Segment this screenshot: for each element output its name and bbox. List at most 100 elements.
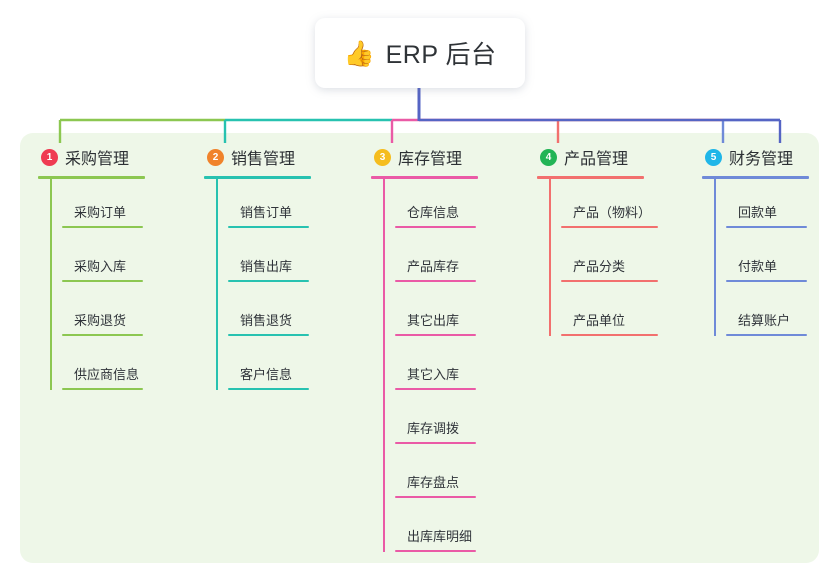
branch-header[interactable]: 3 库存管理 (371, 145, 478, 169)
branch-item-underline (395, 388, 476, 390)
branch-item[interactable]: 结算账户 (714, 287, 809, 341)
branch-item-list: 销售订单销售出库销售退货客户信息 (204, 179, 311, 395)
branch-item[interactable]: 客户信息 (216, 341, 311, 395)
branch-item-underline (228, 334, 309, 336)
branch-item-underline (561, 226, 658, 228)
branch-item-label: 库存盘点 (407, 475, 460, 490)
branch-item-label: 产品分类 (573, 259, 626, 274)
branch-header[interactable]: 2 销售管理 (204, 145, 311, 169)
branch-header[interactable]: 4 产品管理 (537, 145, 644, 169)
branch-index-badge: 1 (41, 148, 58, 166)
branch-item-underline (561, 334, 658, 336)
branch-item[interactable]: 产品分类 (549, 233, 658, 287)
branch-spine (549, 179, 551, 336)
branch-item-label: 采购订单 (74, 205, 127, 220)
branch-item-underline (395, 442, 476, 444)
branch-item-label: 客户信息 (240, 367, 293, 382)
branch-item-underline (395, 550, 476, 552)
branch-item-label: 库存调拨 (407, 421, 460, 436)
branch-item-underline (395, 496, 476, 498)
branch-item-label: 其它出库 (407, 313, 460, 328)
branch-column: 5 财务管理回款单付款单结算账户 (702, 145, 809, 341)
branch-item[interactable]: 其它入库 (383, 341, 478, 395)
branch-title: 财务管理 (729, 151, 794, 168)
branch-item-underline (62, 388, 143, 390)
branch-column: 3 库存管理仓库信息产品库存其它出库其它入库库存调拨库存盘点出库库明细 (371, 145, 478, 557)
branch-title: 采购管理 (65, 151, 130, 168)
branch-item-label: 产品库存 (407, 259, 460, 274)
branch-item-underline (228, 280, 309, 282)
branch-item[interactable]: 出库库明细 (383, 503, 478, 557)
branch-item-underline (726, 226, 807, 228)
branch-item-label: 销售退货 (240, 313, 293, 328)
branch-item-label: 销售订单 (240, 205, 293, 220)
branch-item-underline (561, 280, 658, 282)
branch-item[interactable]: 销售出库 (216, 233, 311, 287)
branch-index-badge: 5 (705, 148, 722, 166)
branch-item-underline (62, 280, 143, 282)
branch-item-label: 产品（物料） (573, 205, 652, 220)
branch-item-underline (62, 334, 143, 336)
branch-item-label: 采购入库 (74, 259, 127, 274)
branch-item[interactable]: 仓库信息 (383, 179, 478, 233)
branch-item-label: 结算账户 (738, 313, 791, 328)
branch-item-label: 销售出库 (240, 259, 293, 274)
branch-item-underline (726, 334, 807, 336)
branch-underline (371, 176, 478, 179)
branches-panel (20, 133, 819, 563)
branch-item-underline (726, 280, 807, 282)
branch-item-label: 回款单 (738, 205, 778, 220)
branch-item[interactable]: 采购订单 (50, 179, 145, 233)
branch-underline (38, 176, 145, 179)
branch-index-badge: 4 (540, 148, 557, 166)
branch-item-label: 产品单位 (573, 313, 626, 328)
branch-item[interactable]: 产品（物料） (549, 179, 658, 233)
branch-item-label: 仓库信息 (407, 205, 460, 220)
root-title: ERP 后台 (385, 41, 497, 69)
branch-column: 2 销售管理销售订单销售出库销售退货客户信息 (204, 145, 311, 395)
branch-item[interactable]: 产品单位 (549, 287, 658, 341)
branch-underline (702, 176, 809, 179)
branch-item[interactable]: 回款单 (714, 179, 809, 233)
branch-spine (50, 179, 52, 390)
branch-item[interactable]: 其它出库 (383, 287, 478, 341)
branch-item-underline (395, 226, 476, 228)
branch-item[interactable]: 采购退货 (50, 287, 145, 341)
branch-item[interactable]: 销售退货 (216, 287, 311, 341)
branch-underline (537, 176, 644, 179)
branch-item-label: 付款单 (738, 259, 778, 274)
branch-header[interactable]: 1 采购管理 (38, 145, 145, 169)
branch-item[interactable]: 销售订单 (216, 179, 311, 233)
branch-item-underline (228, 388, 309, 390)
root-node[interactable]: 👍 ERP 后台 (315, 18, 525, 88)
branch-item-list: 产品（物料） 产品分类产品单位 (537, 179, 658, 341)
branch-item[interactable]: 库存盘点 (383, 449, 478, 503)
branch-item-underline (62, 226, 143, 228)
branch-spine (714, 179, 716, 336)
branch-item-label: 其它入库 (407, 367, 460, 382)
branch-item-label: 出库库明细 (407, 529, 473, 544)
branch-spine (216, 179, 218, 390)
branch-item[interactable]: 供应商信息 (50, 341, 145, 395)
branch-item[interactable]: 库存调拨 (383, 395, 478, 449)
branch-item-list: 采购订单采购入库采购退货供应商信息 (38, 179, 145, 395)
branch-item[interactable]: 采购入库 (50, 233, 145, 287)
branch-item[interactable]: 付款单 (714, 233, 809, 287)
branch-item-list: 仓库信息产品库存其它出库其它入库库存调拨库存盘点出库库明细 (371, 179, 478, 557)
branch-item-label: 采购退货 (74, 313, 127, 328)
branch-spine (383, 179, 385, 552)
branch-item-underline (395, 334, 476, 336)
root-node-content: 👍 ERP 后台 (343, 35, 496, 71)
branch-index-badge: 3 (374, 148, 391, 166)
branch-title: 库存管理 (398, 151, 463, 168)
branch-title: 销售管理 (231, 151, 296, 168)
branch-title: 产品管理 (564, 151, 629, 168)
branch-index-badge: 2 (207, 148, 224, 166)
branch-underline (204, 176, 311, 179)
branch-item-list: 回款单付款单结算账户 (702, 179, 809, 341)
branch-item-underline (228, 226, 309, 228)
branch-item[interactable]: 产品库存 (383, 233, 478, 287)
branch-item-underline (395, 280, 476, 282)
branch-header[interactable]: 5 财务管理 (702, 145, 809, 169)
